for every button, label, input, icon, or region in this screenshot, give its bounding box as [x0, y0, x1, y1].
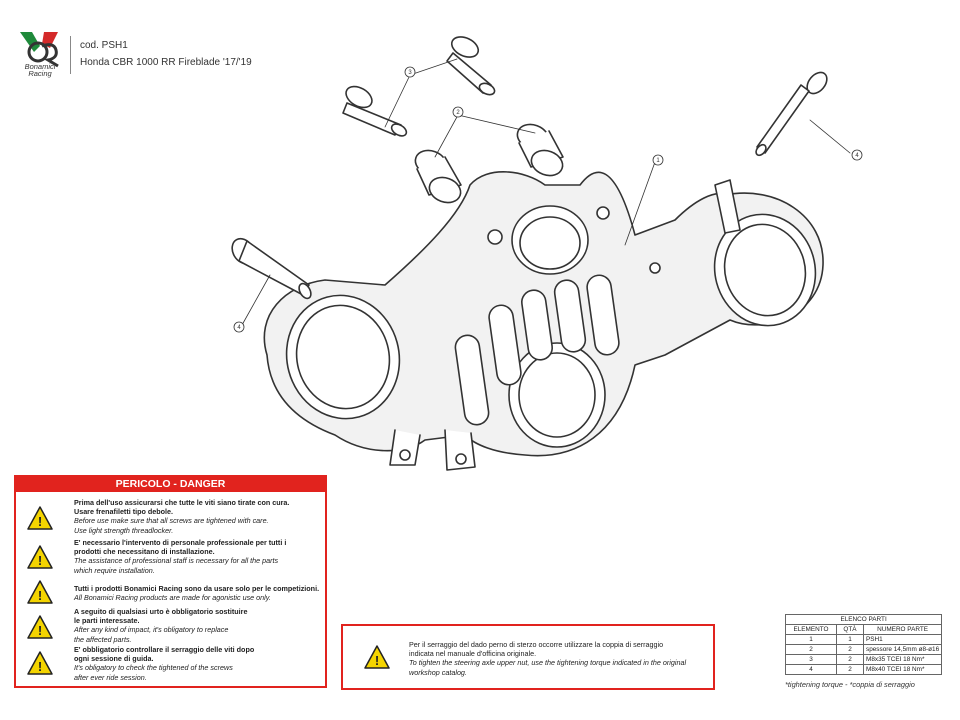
svg-text:!: ! [38, 514, 42, 529]
torque-footnote: *tightening torque - *coppia di serraggi… [785, 680, 915, 689]
callout-4-left: 4 [237, 325, 241, 331]
bolt-4-left [231, 237, 312, 300]
parts-table-title-row: ELENCO PARTI [784, 614, 943, 625]
warning-triangle-icon: ! [27, 580, 53, 604]
bolt-4-right [755, 71, 828, 157]
callout-2: 2 [456, 110, 460, 116]
product-model: Honda CBR 1000 RR Fireblade '17/'19 [80, 57, 252, 68]
torque-note-box: ! Per il serraggio del dado perno di ste… [341, 624, 715, 690]
svg-text:!: ! [38, 553, 42, 568]
spacer-2-lower [414, 149, 462, 204]
danger-warning-box: PERICOLO - DANGER ! ! ! ! ! Prima dell'u… [14, 475, 327, 688]
bolt-3-lower [342, 85, 408, 137]
leader-lines [241, 58, 851, 326]
danger-item-1: Prima dell'uso assicurarsi che tutte le … [74, 498, 290, 535]
danger-item-5: E' obbligatorio controllare il serraggio… [74, 645, 255, 682]
warning-triangle-icon: ! [27, 615, 53, 639]
table-row: 4 2 M8x40 TCEI 18 Nm* [785, 664, 943, 675]
warning-triangle-icon: ! [364, 645, 390, 669]
warning-triangle-icon: ! [27, 651, 53, 675]
svg-text:!: ! [38, 623, 42, 638]
product-code: cod. PSH1 [80, 40, 128, 51]
spacer-2-upper [516, 123, 564, 177]
col-header-part-number: NUMERO PARTE [862, 624, 943, 635]
danger-title: PERICOLO - DANGER [16, 477, 325, 492]
bolt-3-upper [446, 36, 496, 96]
callout-1: 1 [656, 158, 660, 164]
left-fork-hole [285, 294, 401, 420]
warning-triangle-icon: ! [27, 545, 53, 569]
parts-table-title: ELENCO PARTI [784, 614, 943, 625]
steering-stem-hole [508, 342, 606, 448]
col-header-element: ELEMENTO [785, 624, 837, 635]
table-row: 2 2 spessore 14,5mm ø8-ø16 [785, 644, 943, 655]
svg-text:!: ! [38, 659, 42, 674]
parts-table-header-row: ELEMENTO QTÀ NUMERO PARTE [785, 624, 943, 635]
logo-text-line2: Racing [28, 69, 52, 78]
bonamici-racing-logo: Bonamici Racing [20, 32, 59, 78]
logo-text-line1: Bonamici [25, 62, 56, 71]
danger-item-3: Tutti i prodotti Bonamici Racing sono da… [74, 584, 320, 603]
torque-note-text: Per il serraggio del dado perno di sterz… [409, 640, 687, 677]
table-row: 3 2 M8x35 TCEI 18 Nm* [785, 654, 943, 665]
col-header-qty: QTÀ [836, 624, 864, 635]
right-fork-hole [713, 213, 817, 327]
danger-item-2: E' necessario l'intervento di personale … [74, 538, 287, 575]
callout-4-right: 4 [855, 153, 859, 159]
svg-text:!: ! [38, 588, 42, 603]
svg-text:!: ! [375, 653, 379, 668]
table-row: 1 1 PSH1 [785, 634, 943, 645]
slot-ribs [454, 274, 620, 426]
triple-clamp-drawing: 3 2 1 4 4 [231, 36, 863, 471]
parts-list-table: ELENCO PARTI ELEMENTO QTÀ NUMERO PARTE 1… [784, 614, 943, 675]
callout-3: 3 [408, 70, 412, 76]
warning-triangle-icon: ! [27, 506, 53, 530]
danger-item-4: A seguito di qualsiasi urto è obbligator… [74, 607, 248, 644]
header-divider [70, 36, 71, 74]
